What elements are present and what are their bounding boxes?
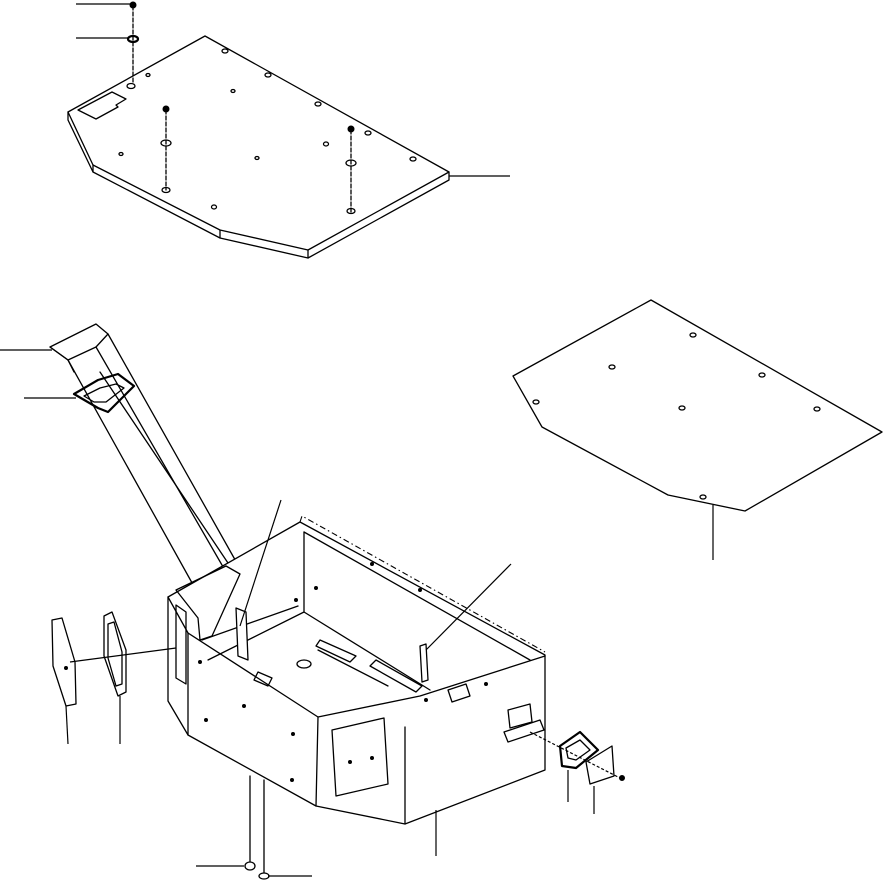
bolt-assembly-upper <box>126 1 357 215</box>
main-housing <box>167 499 546 856</box>
housing-holes <box>198 562 488 782</box>
bottom-bolts <box>196 775 312 880</box>
left-cover-set <box>51 611 177 745</box>
vertical-column <box>0 323 239 591</box>
right-cover-set <box>529 730 625 814</box>
lower-floor-plate <box>512 299 883 560</box>
upper-floor-plate <box>67 1 510 259</box>
plate-holes <box>118 48 417 210</box>
